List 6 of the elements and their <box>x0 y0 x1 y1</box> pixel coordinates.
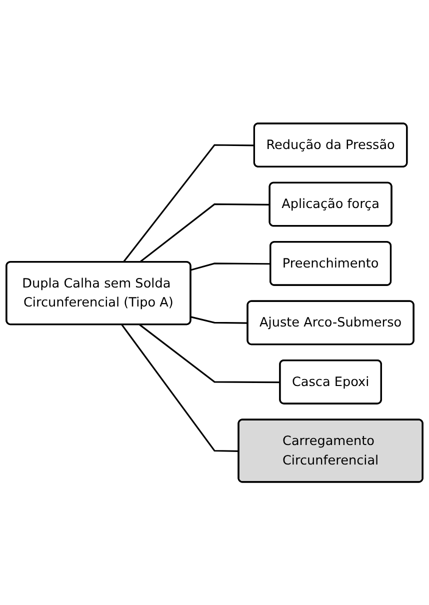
connector <box>190 316 248 324</box>
connector <box>122 144 255 263</box>
connector <box>121 324 239 452</box>
connector <box>139 324 280 383</box>
connector <box>139 203 270 263</box>
connector <box>190 262 271 271</box>
